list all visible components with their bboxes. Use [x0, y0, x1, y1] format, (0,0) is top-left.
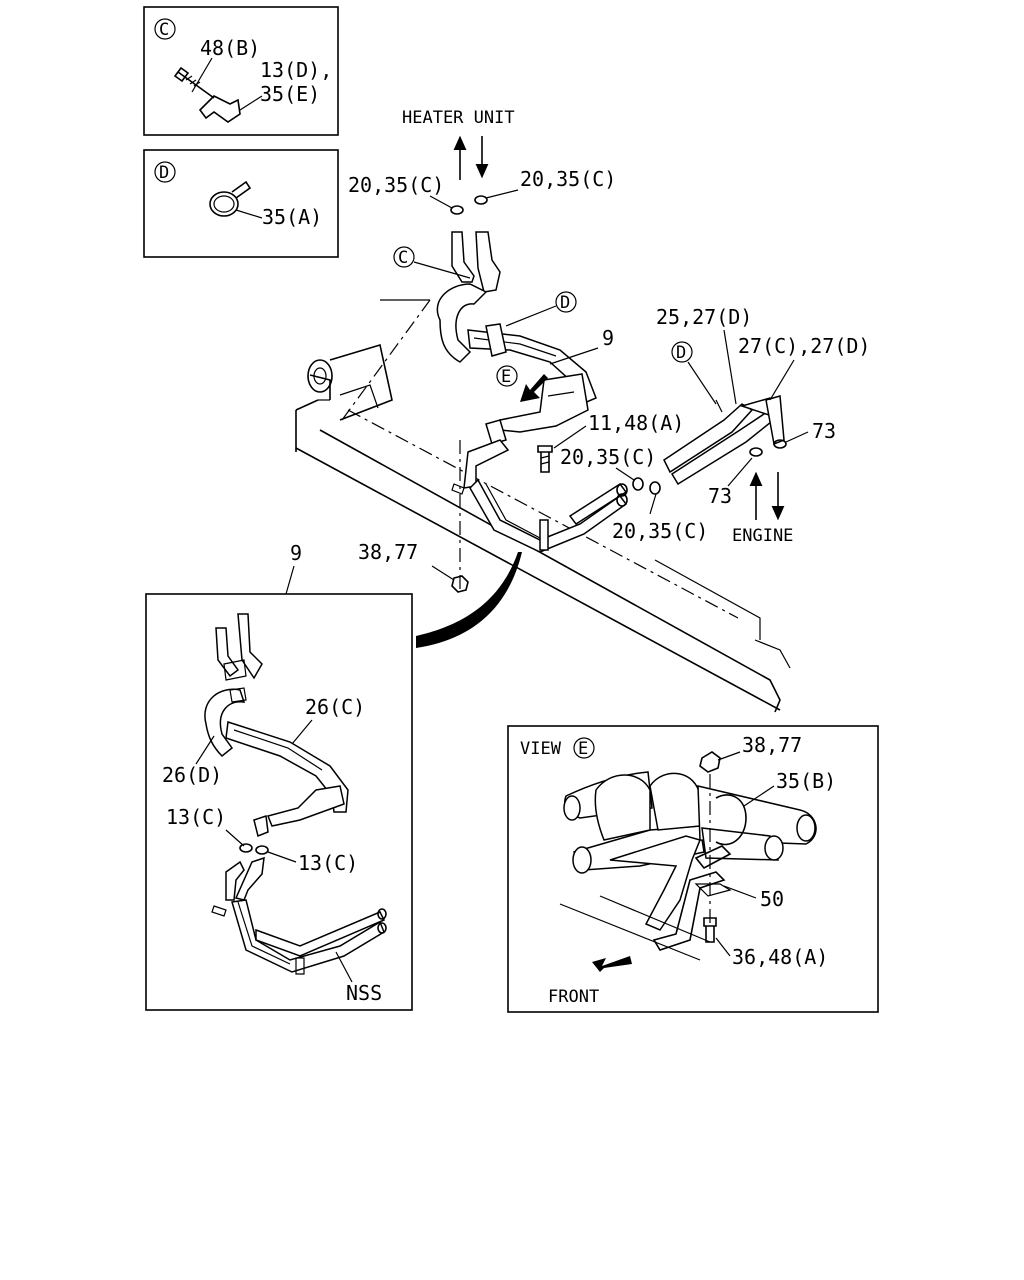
callout-letter-e-icon	[496, 365, 518, 387]
detail-9-title: 9	[290, 541, 302, 565]
front-direction-arrow-icon	[592, 956, 632, 972]
main-part-25-27d: 25,27(D)	[656, 305, 752, 329]
detail-9-part-26d: 26(D)	[162, 763, 222, 787]
detail-c-part-48b: 48(B)	[200, 36, 260, 60]
hose-clamp-icon	[450, 205, 464, 215]
engine-hose-assembly	[663, 395, 785, 486]
hose-clamp-icon	[255, 845, 269, 855]
view-e-part-36-48a: 36,48(A)	[732, 945, 828, 969]
callout-letter-d-icon	[154, 161, 176, 183]
callout-letter-e-icon	[573, 737, 595, 759]
callout-letter-d-icon	[555, 291, 577, 313]
engine-label: ENGINE	[732, 526, 793, 546]
view-e-part-38-77: 38,77	[742, 733, 802, 757]
main-letter-d2: D	[676, 343, 686, 363]
main-letter-d1: D	[560, 293, 570, 313]
main-letter-c: C	[398, 248, 408, 268]
hose-clamp-icon	[773, 439, 787, 449]
hose-clamp-icon	[239, 843, 253, 853]
bolt-icon	[537, 445, 553, 473]
view-e-letter: E	[578, 739, 588, 759]
view-e-part-35b: 35(B)	[776, 769, 836, 793]
flange-nut-icon	[699, 751, 721, 773]
hose-clamp-icon	[209, 180, 252, 217]
main-part-20-35c-mid: 20,35(C)	[560, 445, 656, 469]
main-part-9: 9	[602, 326, 614, 350]
callout-letter-c-icon	[154, 18, 176, 40]
hose-clamp-icon	[474, 195, 488, 205]
detail-c-letter: C	[159, 20, 169, 40]
detail-c-part-35e: 35(E)	[260, 82, 320, 106]
detail-9-nss: NSS	[346, 981, 382, 1005]
callout-letter-d-icon	[671, 341, 693, 363]
detail-c-part-13d: 13(D),	[260, 58, 332, 82]
heater-unit-label: HEATER UNIT	[402, 108, 515, 128]
main-part-73b: 73	[708, 484, 732, 508]
view-e-pipes	[563, 771, 817, 931]
view-e-part-50: 50	[760, 887, 784, 911]
heater-hose-assembly	[436, 231, 628, 553]
detail-box-9: 9 26(C) 26(D) 13(C)	[145, 541, 413, 1011]
callout-letter-c-icon	[393, 246, 415, 268]
vehicle-frame	[295, 299, 791, 713]
detail-reference-arrow-icon	[416, 552, 522, 648]
detail-box-d: D 35(A)	[143, 149, 339, 258]
detail-box-c: C 48(B) 13(D), 35(E)	[143, 6, 339, 136]
main-assembly: HEATER UNIT 20,35(C) 20,35(C)	[295, 108, 870, 713]
hose-clamp-icon	[649, 481, 661, 495]
detail-d-part-35a: 35(A)	[262, 205, 322, 229]
flange-nut-icon	[451, 575, 469, 593]
main-part-20-35c-low: 20,35(C)	[612, 519, 708, 543]
pipe-clamp-icon	[694, 794, 747, 870]
clamp-label-right: 20,35(C)	[520, 167, 616, 191]
hose-assembly-9	[204, 613, 387, 975]
main-part-11-48a: 11,48(A)	[588, 411, 684, 435]
main-part-27c-27d: 27(C),27(D)	[738, 334, 870, 358]
main-letter-e: E	[501, 367, 511, 387]
main-part-38-77: 38,77	[358, 540, 418, 564]
bracket-icon	[652, 871, 726, 951]
view-direction-arrow-icon	[520, 374, 548, 402]
clamp-label-left: 20,35(C)	[348, 173, 444, 197]
view-e-title: VIEW	[520, 739, 562, 759]
hose-clamp-icon	[749, 447, 763, 457]
detail-9-part-13c-b: 13(C)	[298, 851, 358, 875]
main-part-73a: 73	[812, 419, 836, 443]
detail-box-view-e: VIEW E 38,77 35(B)	[507, 725, 879, 1013]
bolt-icon	[703, 917, 717, 943]
view-e-front: FRONT	[548, 987, 599, 1007]
detail-9-part-26c: 26(C)	[305, 695, 365, 719]
hose-clamp-icon	[632, 477, 644, 491]
detail-d-letter: D	[159, 163, 169, 183]
detail-9-part-13c-a: 13(C)	[166, 805, 226, 829]
